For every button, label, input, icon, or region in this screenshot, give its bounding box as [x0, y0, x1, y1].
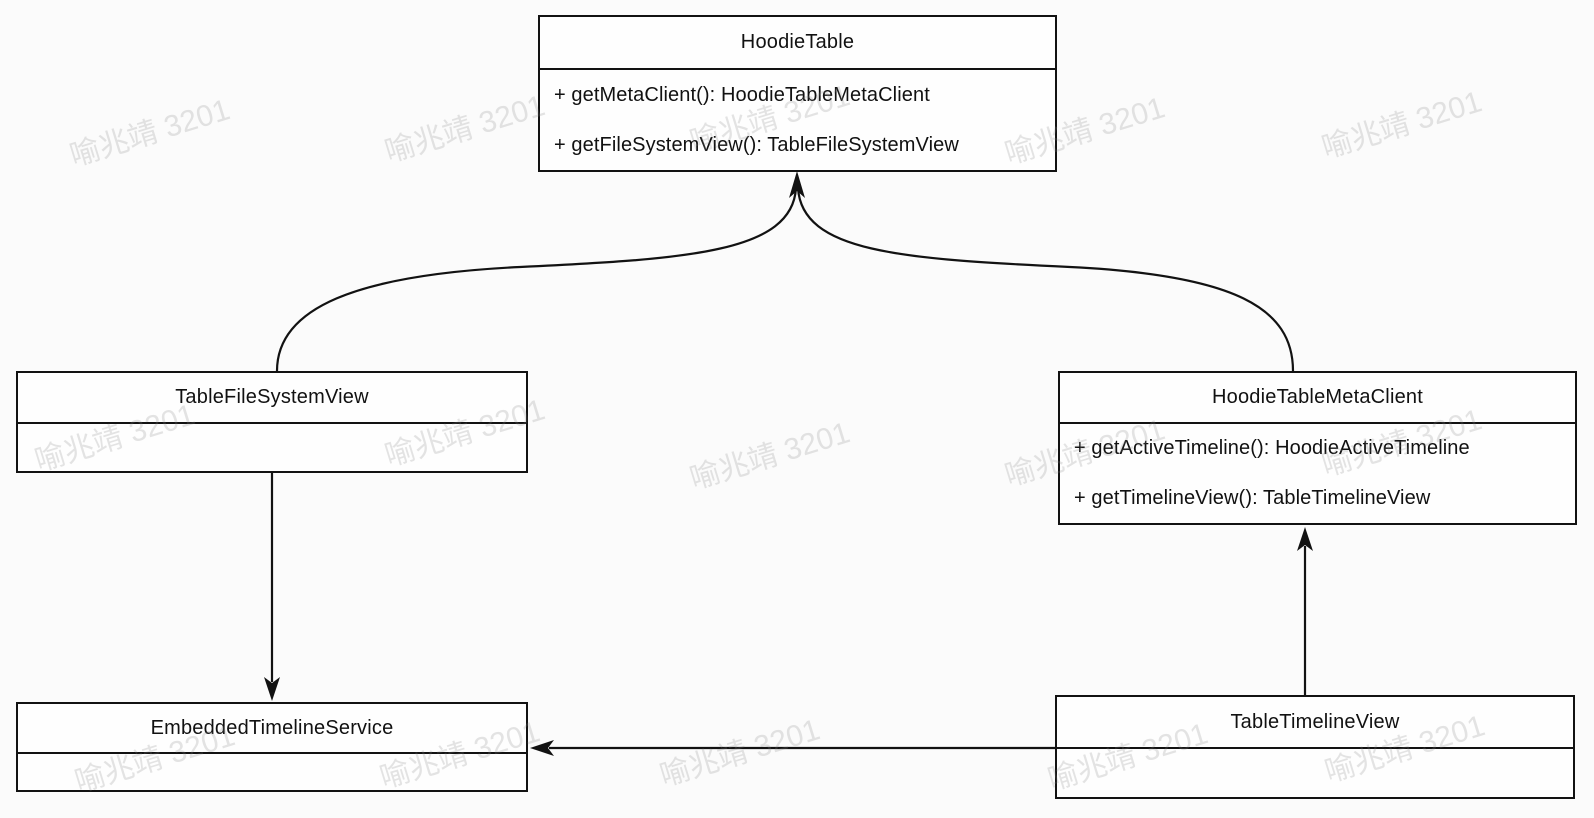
arrowhead-up-into-hoodietablemetaclient [1297, 527, 1313, 551]
class-body-embeddedtimelineservice-empty [18, 752, 526, 790]
class-box-hoodietablemetaclient: HoodieTableMetaClient + getActiveTimelin… [1058, 371, 1577, 525]
class-box-hoodietable: HoodieTable + getMetaClient(): HoodieTab… [538, 15, 1057, 172]
class-box-tabletimelineview: TableTimelineView [1055, 695, 1575, 799]
class-title-tabletimelineview: TableTimelineView [1230, 710, 1400, 733]
method-gettimelineview: + getTimelineView(): TableTimelineView [1074, 486, 1431, 509]
arrow-tablefilesystemview-to-hoodietable [275, 187, 798, 372]
class-title-hoodietable: HoodieTable [740, 31, 855, 53]
watermark-text: 喻兆靖 3201 [381, 89, 549, 170]
class-box-embeddedtimelineservice: EmbeddedTimelineService [16, 702, 528, 792]
arrowhead-left-into-embeddedtimelineservice [530, 740, 554, 756]
class-methods-hoodietable: + getMetaClient(): HoodieTableMetaClient… [540, 68, 1055, 170]
class-box-tablefilesystemview: TableFileSystemView [16, 371, 528, 473]
watermark-text: 喻兆靖 3201 [686, 416, 854, 497]
arrow-hoodietablemetaclient-to-hoodietable [789, 171, 1295, 372]
class-title-tablefilesystemview: TableFileSystemView [175, 386, 369, 408]
arrow-tabletimelineview-to-embeddedtimelineservice [530, 740, 1055, 756]
arrow-tablefilesystemview-to-embeddedtimelineservice [264, 473, 280, 701]
method-getmetaclient: + getMetaClient(): HoodieTableMetaClient [554, 83, 930, 106]
arrow-tabletimelineview-to-hoodietablemetaclient [1297, 527, 1313, 695]
arrowhead-up-into-hoodietable [789, 171, 805, 198]
method-getfilesystemview: + getFileSystemView(): TableFileSystemVi… [554, 133, 959, 156]
class-body-tabletimelineview-empty [1057, 747, 1573, 797]
curve-left [275, 187, 798, 372]
class-methods-hoodietablemetaclient: + getActiveTimeline(): HoodieActiveTimel… [1060, 422, 1575, 523]
class-body-tablefilesystemview-empty [18, 422, 526, 471]
curve-right [796, 187, 1295, 372]
watermark-text: 喻兆靖 3201 [66, 93, 234, 174]
class-title-hoodietablemetaclient: HoodieTableMetaClient [1212, 386, 1423, 408]
watermark-text: 喻兆靖 3201 [656, 713, 824, 794]
class-title-embeddedtimelineservice: EmbeddedTimelineService [150, 716, 394, 739]
method-getactivetimeline: + getActiveTimeline(): HoodieActiveTimel… [1074, 437, 1470, 460]
arrowhead-down-into-embeddedtimelineservice [264, 677, 280, 701]
watermark-text: 喻兆靖 3201 [1318, 85, 1486, 166]
